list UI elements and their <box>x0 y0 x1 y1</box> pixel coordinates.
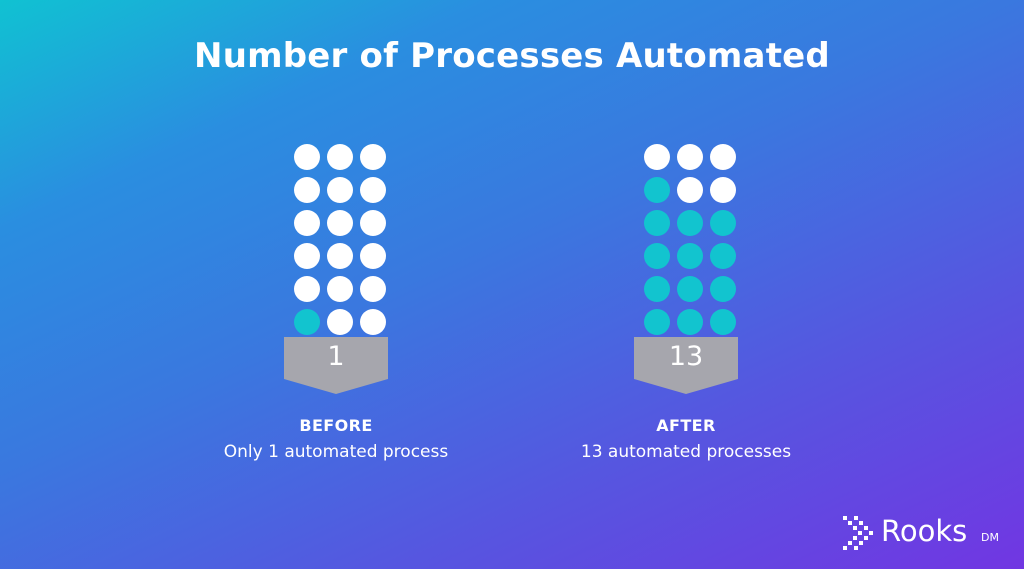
before-dot-grid <box>290 140 386 335</box>
page-title: Number of Processes Automated <box>194 36 830 76</box>
before-count-badge: 1 <box>284 337 388 395</box>
after-dot-automated <box>676 275 703 302</box>
before-caption: Only 1 automated process <box>223 442 449 462</box>
after-dot-automated <box>643 242 670 269</box>
logo-suffix: DM <box>981 531 999 544</box>
after-dot-automated <box>709 275 736 302</box>
after-dot-automated <box>709 308 736 335</box>
after-dot-not-automated <box>709 143 736 170</box>
after-dot-automated <box>676 308 703 335</box>
before-dot-not-automated <box>326 176 353 203</box>
after-dot-not-automated <box>676 176 703 203</box>
before-count-value: 1 <box>327 341 345 372</box>
before-dot-not-automated <box>359 143 386 170</box>
before-dot-not-automated <box>293 275 320 302</box>
after-dot-automated <box>643 275 670 302</box>
after-caption: 13 automated processes <box>580 442 792 462</box>
after-dot-automated <box>709 209 736 236</box>
before-dot-not-automated <box>293 176 320 203</box>
after-dot-automated <box>676 242 703 269</box>
before-dot-not-automated <box>359 209 386 236</box>
before-dot-not-automated <box>326 275 353 302</box>
before-dot-not-automated <box>293 242 320 269</box>
logo-wordmark: Rooks <box>881 514 968 548</box>
before-dot-not-automated <box>326 209 353 236</box>
double-chevron-right-icon <box>843 516 873 550</box>
before-dot-not-automated <box>359 308 386 335</box>
before-dot-not-automated <box>326 242 353 269</box>
after-dot-automated <box>676 209 703 236</box>
before-dot-not-automated <box>326 308 353 335</box>
rooks-logo: Rooks DM <box>843 514 1013 554</box>
after-dot-not-automated <box>643 143 670 170</box>
before-dot-not-automated <box>359 275 386 302</box>
after-dot-grid <box>640 140 736 335</box>
after-dot-automated <box>709 242 736 269</box>
before-dot-not-automated <box>293 209 320 236</box>
after-dot-not-automated <box>676 143 703 170</box>
after-dot-automated <box>643 209 670 236</box>
after-dot-automated <box>643 308 670 335</box>
after-dot-automated <box>643 176 670 203</box>
before-dot-automated <box>293 308 320 335</box>
after-count-badge: 13 <box>634 337 738 395</box>
before-dot-not-automated <box>359 242 386 269</box>
before-dot-not-automated <box>326 143 353 170</box>
after-count-value: 13 <box>668 341 704 372</box>
after-label: AFTER <box>656 416 716 435</box>
before-badge-shape <box>284 337 388 394</box>
before-dot-not-automated <box>359 176 386 203</box>
after-badge-shape <box>634 337 738 394</box>
after-dot-not-automated <box>709 176 736 203</box>
before-label: BEFORE <box>299 416 373 435</box>
before-dot-not-automated <box>293 143 320 170</box>
